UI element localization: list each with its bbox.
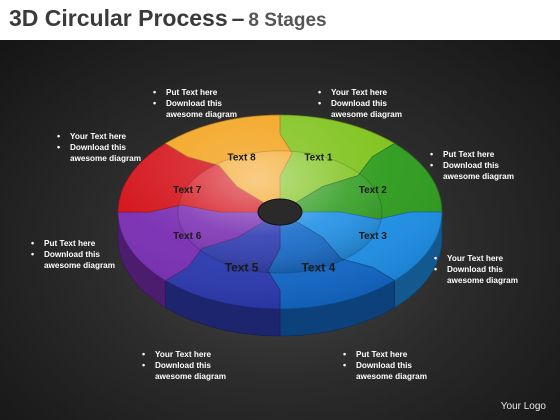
note-line: awesome diagram [70,154,141,163]
segment-labels: Text 1 Text 2 Text 3 Text 4 Text 5 Text 6 Text… [173,152,387,274]
note-text-1: Your Text here Download this awesome dia… [315,87,402,120]
title-sub: 8 Stages [248,10,327,31]
segment-label-1: Text 1 [304,152,333,163]
note-line: awesome diagram [331,110,402,119]
note-line: awesome diagram [447,276,518,285]
segment-label-2: Text 2 [359,185,388,196]
note-line: awesome diagram [356,372,427,381]
note-line: awesome diagram [166,110,237,119]
segment-label-6: Text 6 [173,231,202,242]
note-text-7: Your Text here Download this awesome dia… [54,131,141,164]
note-line: Your Text here [434,253,518,264]
note-line: Download this [434,264,518,275]
note-line: awesome diagram [155,372,226,381]
note-line: Download this [318,98,402,109]
segment-label-8: Text 8 [228,152,257,163]
note-text-5: Your Text here Download this awesome dia… [139,349,226,382]
note-line: Download this [430,160,514,171]
page-title: 3D Circular Process–8 Stages [9,5,327,32]
note-text-6: Put Text here Download this awesome diag… [28,238,115,271]
note-line: awesome diagram [44,261,115,270]
note-line: Download this [31,249,115,260]
note-line: Download this [57,142,141,153]
note-line: Your Text here [57,131,141,142]
note-text-3: Your Text here Download this awesome dia… [431,253,518,286]
note-text-2: Put Text here Download this awesome diag… [427,149,514,182]
logo-text: Your Logo [500,401,546,412]
segment-label-5: Text 5 [225,261,259,275]
title-separator: – [231,5,245,31]
note-line: Put Text here [343,349,427,360]
circular-process-diagram: Text 1 Text 2 Text 3 Text 4 Text 5 Text 6 Text… [117,114,443,337]
note-line: Put Text here [153,87,237,98]
note-line: Put Text here [430,149,514,160]
note-text-4: Put Text here Download this awesome diag… [340,349,427,382]
title-main: 3D Circular Process [9,5,228,31]
note-line: Download this [142,360,226,371]
segment-label-4: Text 4 [302,261,336,275]
note-line: Download this [343,360,427,371]
diagram-stage: Text 1 Text 2 Text 3 Text 4 Text 5 Text 6 Text… [0,40,560,420]
title-bar: 3D Circular Process–8 Stages [0,0,560,40]
center-hole [257,198,303,226]
segment-label-3: Text 3 [359,231,388,242]
note-line: awesome diagram [443,172,514,181]
note-line: Download this [153,98,237,109]
note-text-8: Put Text here Download this awesome diag… [150,87,237,120]
note-line: Your Text here [142,349,226,360]
note-line: Put Text here [31,238,115,249]
segment-label-7: Text 7 [173,185,202,196]
note-line: Your Text here [318,87,402,98]
